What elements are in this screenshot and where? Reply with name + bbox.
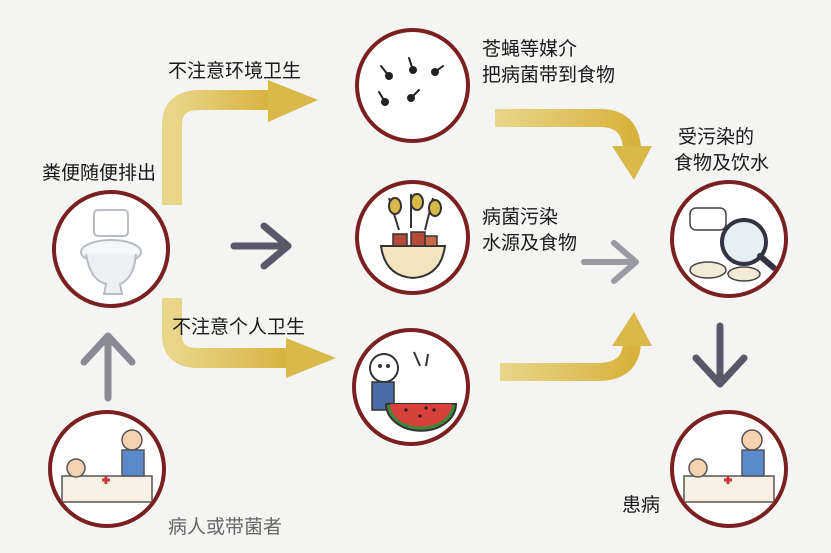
label-env-hygiene: 不注意环境卫生 (168, 60, 302, 82)
arrow-melon-to-food (500, 342, 641, 381)
arrow-up-carrier (80, 332, 136, 402)
label-carrier: 病人或带菌者 (168, 516, 283, 538)
toilet-icon (80, 209, 142, 295)
arrow-personal-hygiene-head (286, 338, 336, 378)
patient-bed-icon (61, 429, 153, 503)
arrow-flies-to-food (495, 109, 641, 150)
label-flies-line2: 把病菌带到食物 (482, 64, 616, 86)
watermelon-icon (369, 351, 458, 432)
arrow-env-hygiene-head (268, 80, 318, 122)
arrow-down-sick (692, 322, 748, 388)
label-contaminated-line1: 受污染的 (678, 126, 755, 148)
arrow-melon-to-food-head (612, 312, 652, 346)
bowl-icon (379, 193, 447, 280)
arrow-personal-hygiene (162, 298, 290, 368)
sick-patient-circle (670, 410, 788, 528)
arrow-env-hygiene (162, 90, 272, 205)
label-excretion: 粪便随便排出 (42, 162, 157, 184)
arrow-bacteria-right (581, 240, 639, 284)
label-bacteria-line1: 病菌污染 (482, 206, 559, 228)
label-sick: 患病 (622, 494, 661, 516)
arrow-middle-right (230, 222, 292, 270)
patient-bed-icon (683, 429, 775, 503)
label-bacteria-line2: 水源及食物 (482, 232, 578, 254)
flies-circle (355, 28, 470, 143)
label-personal-hygiene: 不注意个人卫生 (172, 316, 306, 338)
watermelon-circle (352, 328, 470, 446)
bacteria-circle (355, 180, 470, 295)
carrier-patient-circle (48, 410, 166, 528)
arrow-flies-to-food-head (612, 146, 652, 180)
label-flies-line1: 苍蝇等媒介 (482, 38, 578, 60)
label-contaminated-line2: 食物及饮水 (674, 152, 770, 174)
toilet-circle (52, 190, 170, 308)
flies-icon (378, 57, 444, 106)
contaminated-food-circle (670, 180, 788, 298)
microscope-food-icon (689, 207, 777, 282)
